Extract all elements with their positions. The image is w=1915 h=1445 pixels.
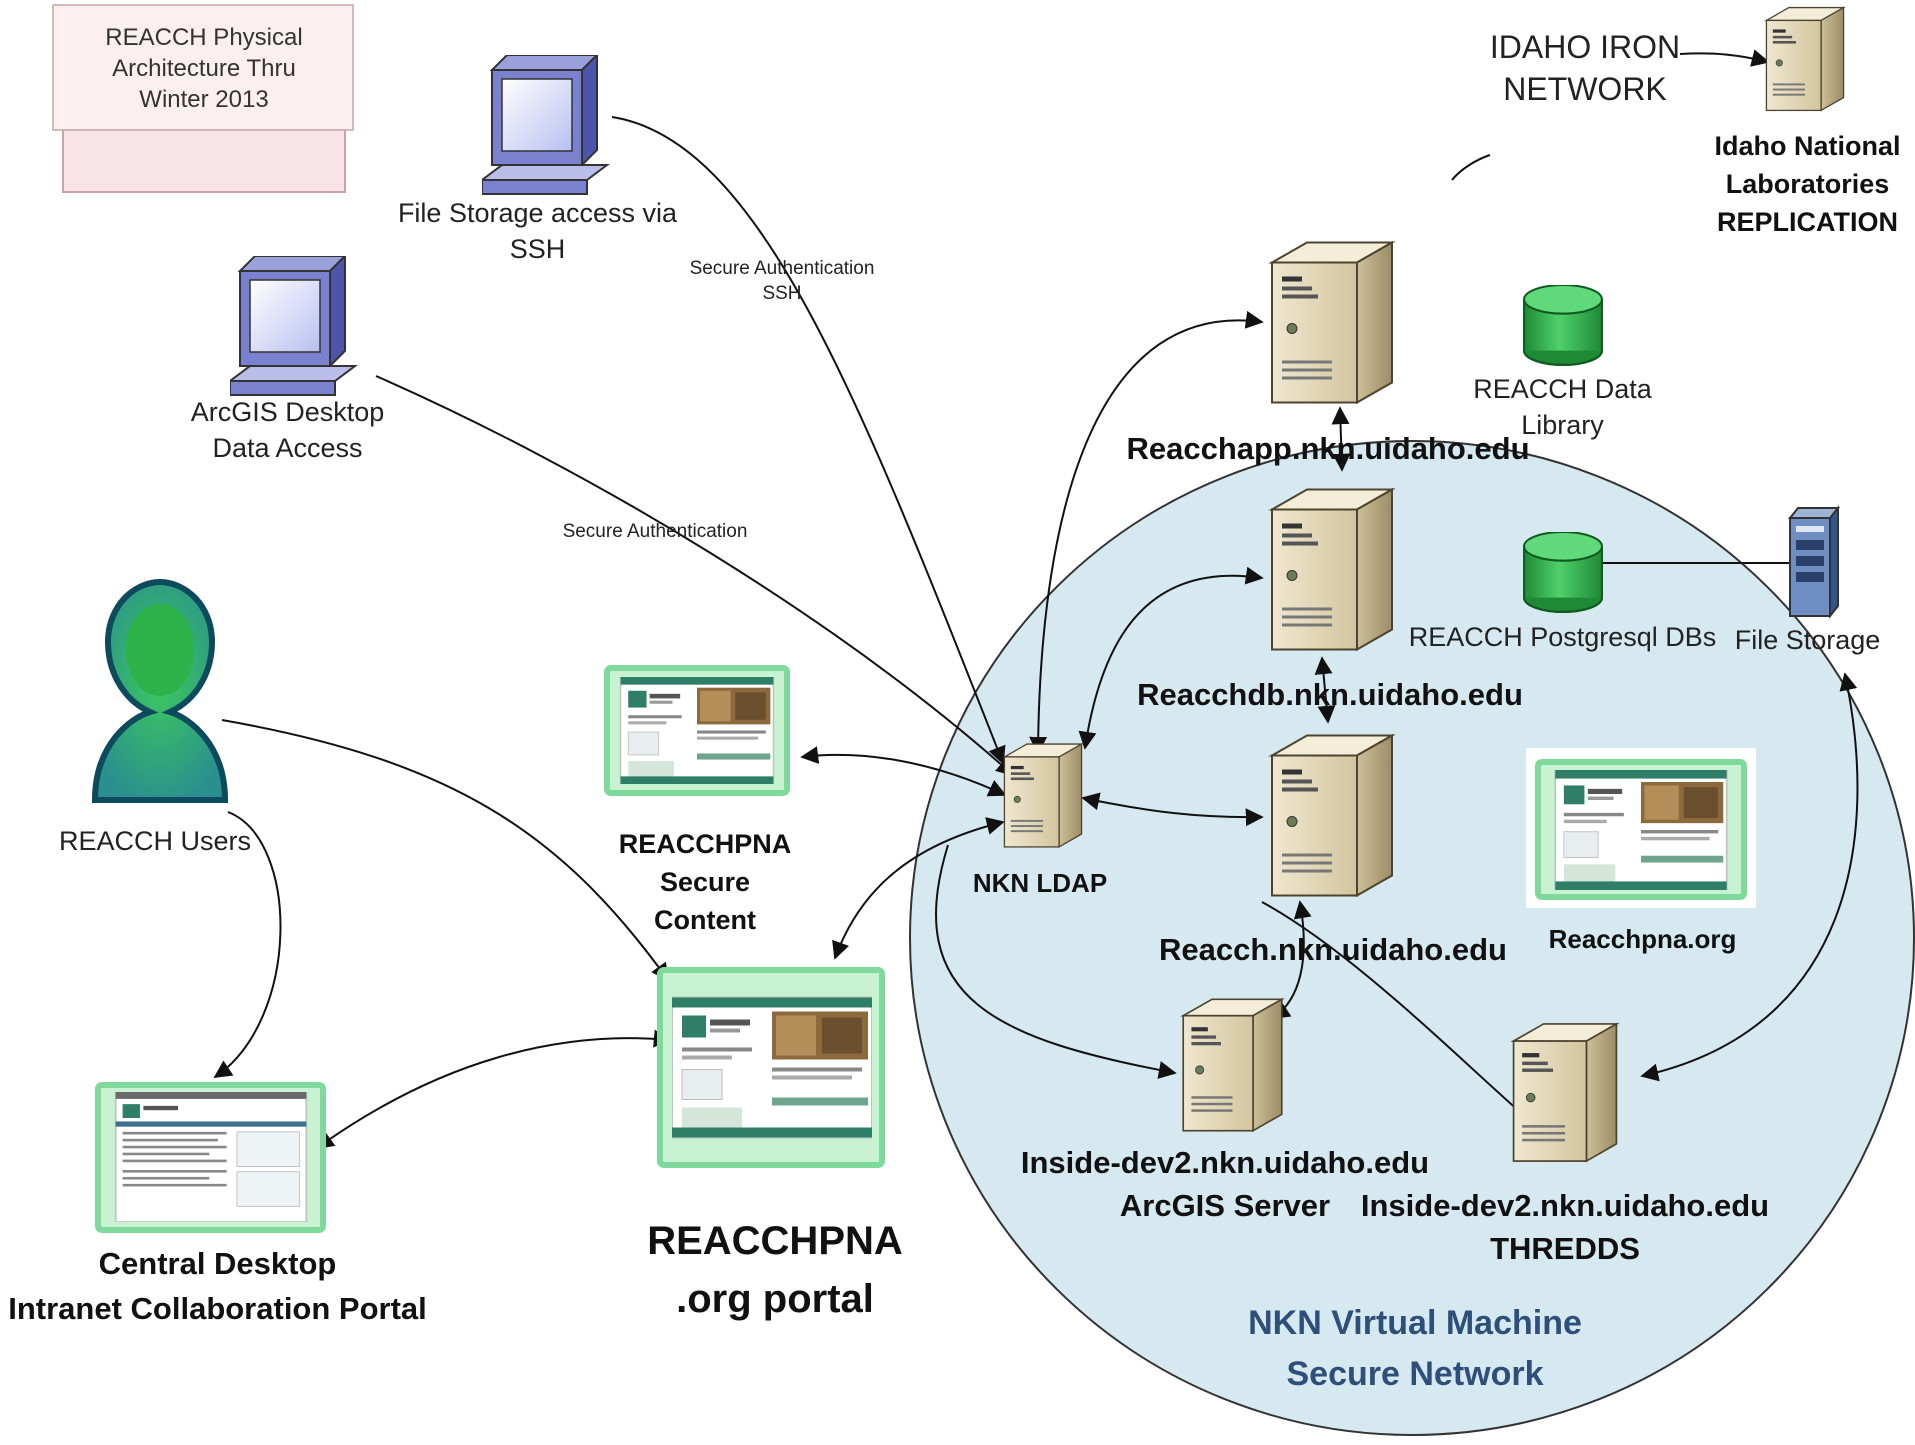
edge-ldap-reacchapp — [1029, 310, 1264, 755]
portal-line-1: REACCHPNA — [647, 1219, 903, 1263]
arcgis-server-icon — [1182, 998, 1283, 1132]
ssh-desktop-computer-icon — [482, 55, 608, 195]
edge-label-secure-auth-ssh-line-1: Secure Authentication — [689, 258, 875, 279]
ldap-label: NKN LDAP — [972, 868, 1108, 898]
thredds-server-icon — [1512, 1023, 1618, 1162]
arcgis-desktop-line-2: Data Access — [212, 432, 363, 463]
secure-content-site-thumbnail — [604, 665, 790, 796]
edge-reacchapp-reacchdb — [1331, 406, 1351, 472]
thredds-line-1: Inside-dev2.nkn.uidaho.edu — [1360, 1188, 1770, 1223]
edge-ldap-secure-content — [800, 746, 1007, 797]
edge-reacch-thredds — [1261, 901, 1521, 1113]
data-library-label: REACCH Data Library — [1440, 372, 1685, 443]
edge-ldap-arcgis-server — [935, 844, 1177, 1079]
title-note — [52, 4, 354, 193]
edge-ldap-portal — [832, 817, 1005, 960]
network-label: NKN Virtual Machine Secure Network — [1220, 1298, 1610, 1400]
edge-ldap-reacch — [1081, 792, 1264, 827]
file-storage-label: File Storage — [1734, 625, 1881, 655]
portal-label: REACCHPNA .org portal — [630, 1212, 920, 1328]
secure-content-line-1: REACCHPNA — [618, 829, 792, 859]
reacch-server-icon — [1270, 734, 1394, 897]
reacchdb-label: Reacchdb.nkn.uidaho.edu — [1137, 677, 1523, 712]
secure-content-line-2: Secure — [659, 866, 751, 897]
iron-network-line-1: IDAHO IRON — [1489, 29, 1681, 65]
inl-server-icon — [1765, 6, 1845, 112]
edge-label-secure-auth: Secure Authentication — [562, 521, 748, 542]
central-desktop-line-2: Intranet Collaboration Portal — [8, 1290, 427, 1326]
data-library-line-2: Library — [1521, 409, 1604, 440]
inl-line-3: REPLICATION — [1717, 206, 1898, 237]
postgres-label: REACCH Postgresql DBs — [1408, 622, 1717, 652]
ssh-client-line-2: SSH — [509, 233, 566, 264]
inl-line-2: Laboratories — [1725, 168, 1890, 199]
edge-intranet-portal — [315, 1029, 672, 1150]
edge-iron-to-network — [1451, 154, 1491, 181]
ldap-server-icon — [1003, 743, 1083, 848]
edge-iron-to-inl — [1679, 49, 1770, 67]
reacchapp-label: Reacchapp.nkn.uidaho.edu — [1126, 431, 1530, 466]
arcgis-server-line-1: Inside-dev2.nkn.uidaho.edu — [1020, 1145, 1430, 1180]
title-note-text: REACCH Physical Architecture Thru Winter… — [70, 22, 338, 116]
iron-network-label: IDAHO IRON NETWORK — [1470, 26, 1700, 110]
user-silhouette-icon — [91, 578, 229, 803]
iron-network-line-2: NETWORK — [1503, 71, 1667, 108]
reacchpna-org-site-thumbnail — [1526, 748, 1756, 908]
data-library-line-1: REACCH Data — [1473, 374, 1652, 404]
edge-ldap-reacchdb — [1078, 566, 1264, 750]
edge-ssh-to-ldap — [611, 116, 1006, 765]
portal-site-thumbnail — [657, 967, 885, 1168]
thredds-line-2: THREDDS — [1490, 1230, 1640, 1266]
reacch-users-label: REACCH Users — [58, 826, 252, 856]
portal-line-2: .org portal — [676, 1277, 874, 1321]
inl-line-1: Idaho National — [1714, 131, 1901, 161]
edge-label-secure-auth-ssh: Secure Authentication SSH — [672, 256, 892, 306]
connectors — [213, 49, 1859, 1150]
reacchdb-server-icon — [1270, 488, 1394, 651]
edge-users-to-intranet — [213, 811, 282, 1079]
postgres-database-icon — [1523, 532, 1603, 613]
arcgis-desktop-computer-icon — [230, 256, 356, 396]
edge-arcgis-to-ldap — [375, 375, 1015, 777]
intranet-portal-thumbnail — [95, 1082, 326, 1233]
edge-users-to-portal — [221, 719, 670, 982]
arcgis-server-line-2: ArcGIS Server — [1119, 1187, 1331, 1223]
secure-content-line-3: Content — [654, 904, 756, 935]
central-desktop-label: Central Desktop Intranet Collaboration P… — [0, 1242, 435, 1332]
inl-label: Idaho National Laboratories REPLICATION — [1690, 128, 1915, 241]
arcgis-desktop-label: ArcGIS Desktop Data Access — [170, 395, 405, 466]
ssh-client-line-1: File Storage access via — [397, 198, 678, 228]
edge-reacchdb-reacch — [1314, 656, 1336, 724]
arcgis-desktop-line-1: ArcGIS Desktop — [190, 397, 385, 427]
title-note-line-1: REACCH Physical — [105, 24, 303, 51]
reacch-label: Reacch.nkn.uidaho.edu — [1159, 932, 1507, 967]
data-library-database-icon — [1523, 285, 1603, 366]
central-desktop-line-1: Central Desktop — [98, 1246, 337, 1281]
thredds-label: Inside-dev2.nkn.uidaho.edu THREDDS — [1345, 1185, 1785, 1271]
secure-content-label: REACCHPNA Secure Content — [600, 826, 810, 939]
edge-label-secure-auth-ssh-line-2: SSH — [762, 283, 802, 305]
reacchapp-server-icon — [1270, 241, 1394, 404]
title-note-line-3: Winter 2013 — [139, 86, 269, 114]
network-line-1: NKN Virtual Machine — [1248, 1304, 1582, 1342]
ssh-client-label: File Storage access via SSH — [385, 196, 690, 267]
edge-filestorage-thredds — [1640, 672, 1859, 1082]
title-note-line-2: Architecture Thru — [112, 55, 296, 83]
network-line-2: Secure Network — [1286, 1355, 1544, 1393]
reacchpna-org-label: Reacchpna.org — [1548, 924, 1737, 954]
arcgis-server-label: Inside-dev2.nkn.uidaho.edu ArcGIS Server — [1005, 1142, 1445, 1228]
file-storage-icon — [1787, 505, 1841, 619]
